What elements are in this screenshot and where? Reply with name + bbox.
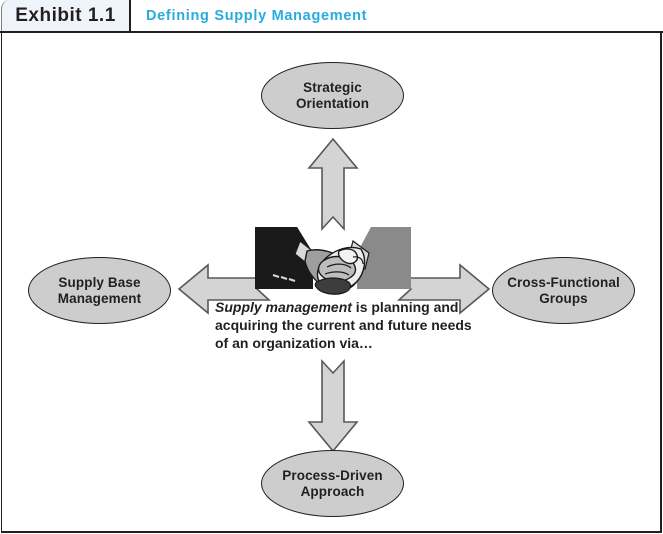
node-supply-base-management[interactable]: Supply Base Management [28,257,171,324]
caption-rest: is planning and acquiring the current an… [215,299,472,351]
node-line-2: Approach [300,483,365,499]
center-caption: Supply management is planning and acquir… [215,298,475,352]
exhibit-number-label: Exhibit 1.1 [15,4,116,26]
node-line-1: Supply Base [58,274,141,290]
node-line-1: Process-Driven [282,467,383,483]
exhibit-title: Defining Supply Management [146,7,368,24]
node-supply-base-management-label: Supply Base Management [52,275,148,307]
node-cross-functional-groups[interactable]: Cross-Functional Groups [492,257,635,324]
node-cross-functional-groups-label: Cross-Functional Groups [501,275,626,307]
node-line-1: Strategic [303,79,362,95]
exhibit-header: Exhibit 1.1 Defining Supply Management [0,0,663,33]
arrow-down-icon [306,358,360,454]
node-line-2: Management [57,290,142,306]
node-process-driven-approach-label: Process-Driven Approach [276,468,388,500]
arrow-up-icon [306,136,360,232]
node-line-2: Groups [539,290,588,306]
node-line-1: Cross-Functional [507,274,620,290]
node-strategic-orientation[interactable]: Strategic Orientation [261,62,404,129]
node-strategic-orientation-label: Strategic Orientation [290,80,375,112]
supply-management-diagram: Supply management is planning and acquir… [0,33,663,534]
exhibit-number-tab: Exhibit 1.1 [1,0,131,31]
node-process-driven-approach[interactable]: Process-Driven Approach [261,450,404,517]
handshake-icon [253,223,413,305]
node-line-2: Orientation [295,95,370,111]
caption-term: Supply management [215,299,352,315]
